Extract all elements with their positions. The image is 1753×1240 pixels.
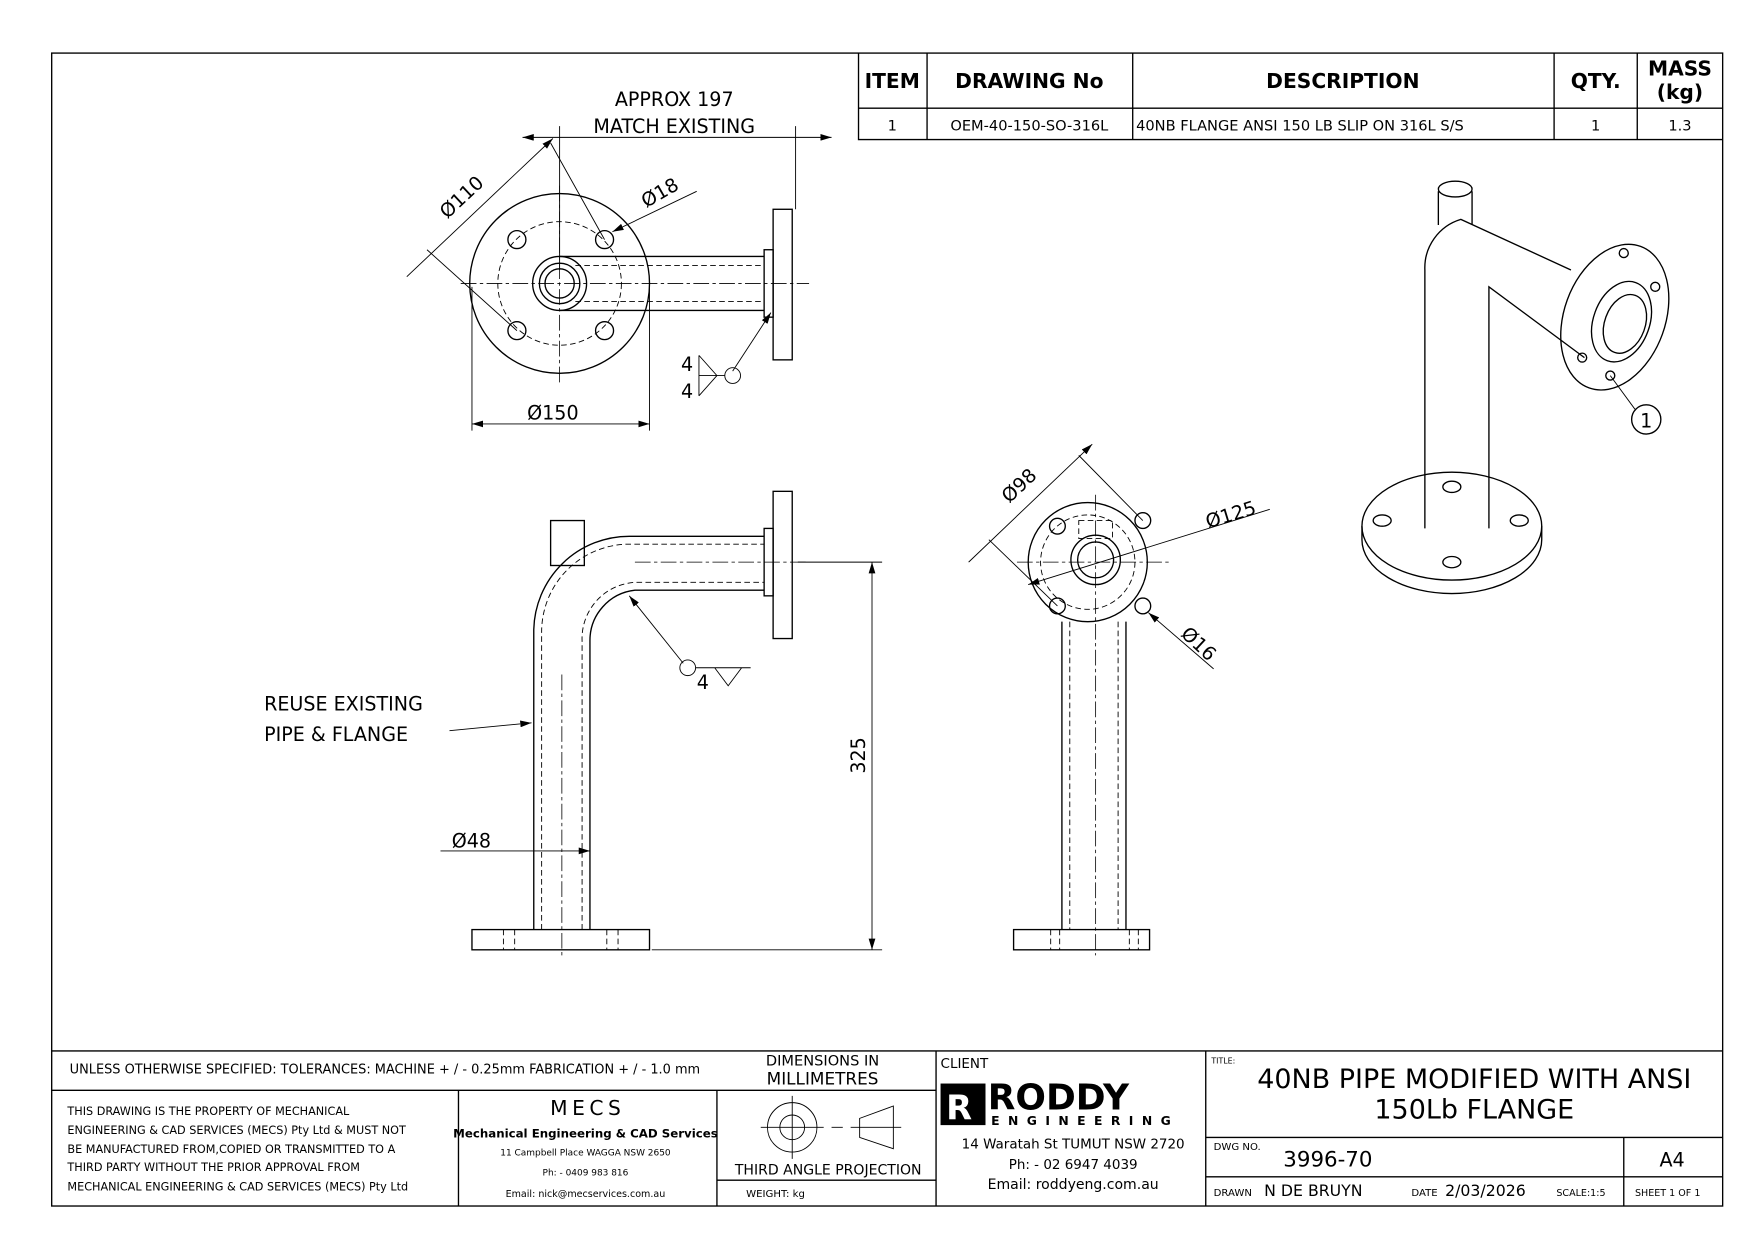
bom-cell-drawing-no: OEM-40-150-SO-316L	[950, 118, 1109, 135]
title-block: UNLESS OTHERWISE SPECIFIED: TOLERANCES: …	[51, 1050, 1723, 1207]
bom-header-description: DESCRIPTION	[1266, 69, 1419, 93]
property-line-2: ENGINEERING & CAD SERVICES (MECS) Pty Lt…	[67, 1124, 406, 1137]
property-line-5: MECHANICAL ENGINEERING & CAD SERVICES (M…	[67, 1180, 408, 1193]
dwg-no: 3996-70	[1283, 1148, 1372, 1173]
sheet-size: A4	[1659, 1149, 1684, 1172]
mecs-logo: MECS	[550, 1096, 625, 1120]
client-email: Email: roddyeng.com.au	[988, 1177, 1159, 1193]
roddy-logo: R RODDY ENGINEERING	[940, 1077, 1179, 1128]
sheet-border	[51, 52, 1724, 1207]
client-address: 14 Waratah St TUMUT NSW 2720	[962, 1137, 1185, 1153]
client-phone: Ph: - 02 6947 4039	[1009, 1157, 1138, 1173]
property-line-4: THIRD PARTY WITHOUT THE PRIOR APPROVAL F…	[66, 1161, 360, 1174]
dim-d98: Ø98	[997, 464, 1041, 508]
weld-size-top: 4	[681, 353, 693, 376]
mecs-address: 11 Campbell Place WAGGA NSW 2650	[500, 1148, 671, 1158]
weld-size-front: 4	[697, 671, 709, 694]
isometric-view: 1	[1361, 180, 1670, 595]
front-view: 325 Ø48 REUSE EXISTING PIPE & FLANGE 4	[264, 490, 883, 956]
drawing-title-line-2: 150Lb FLANGE	[1374, 1094, 1574, 1125]
weld-size-bottom: 4	[681, 380, 693, 403]
units-line-2: MILLIMETRES	[767, 1069, 879, 1089]
dim-d16: Ø16	[1176, 622, 1220, 666]
weight-label: WEIGHT: kg	[746, 1189, 805, 1200]
projection-label: THIRD ANGLE PROJECTION	[734, 1163, 922, 1179]
drawn-label: DRAWN	[1214, 1188, 1252, 1199]
mecs-name: Mechanical Engineering & CAD Services	[453, 1126, 718, 1140]
bom-header-qty: QTY.	[1571, 69, 1621, 93]
sheet-number: SHEET 1 OF 1	[1635, 1188, 1700, 1199]
client-label: CLIENT	[941, 1056, 989, 1072]
note-reuse-existing: REUSE EXISTING	[264, 692, 423, 715]
dim-length-325: 325	[847, 737, 870, 773]
date-value: 2/03/2026	[1445, 1181, 1526, 1200]
dim-approx: APPROX 197	[615, 88, 734, 111]
side-view: Ø98 Ø125 Ø16	[968, 443, 1270, 956]
dim-d48: Ø48	[452, 830, 491, 853]
bom-table: ITEM DRAWING No DESCRIPTION QTY. MASS (k…	[857, 53, 1723, 141]
bom-header-mass-unit: (kg)	[1657, 80, 1703, 104]
third-angle-projection-icon	[760, 1095, 902, 1159]
tolerances-note: UNLESS OTHERWISE SPECIFIED: TOLERANCES: …	[70, 1062, 700, 1077]
mecs-phone: Ph: - 0409 983 816	[543, 1169, 629, 1179]
svg-text:RODDY: RODDY	[988, 1077, 1130, 1118]
date-label: DATE	[1411, 1188, 1437, 1199]
bom-cell-qty: 1	[1591, 118, 1600, 135]
drawn-by: N DE BRUYN	[1264, 1181, 1362, 1200]
property-line-1: THIS DRAWING IS THE PROPERTY OF MECHANIC…	[66, 1105, 350, 1118]
top-view: Ø150 APPROX 197 MATCH EXISTING Ø110 Ø18 …	[406, 88, 832, 431]
svg-text:ENGINEERING: ENGINEERING	[991, 1114, 1179, 1128]
dim-d125: Ø125	[1203, 496, 1259, 533]
svg-text:R: R	[946, 1088, 972, 1127]
bom-cell-item: 1	[888, 118, 897, 135]
scale-value: SCALE:1:5	[1556, 1188, 1605, 1199]
bom-header-mass: MASS	[1648, 57, 1712, 81]
note-pipe-flange: PIPE & FLANGE	[264, 723, 408, 746]
dim-d150: Ø150	[527, 401, 578, 424]
title-label: TITLE:	[1210, 1056, 1235, 1065]
dim-match-existing: MATCH EXISTING	[593, 115, 755, 138]
bom-header-drawing-no: DRAWING No	[955, 69, 1103, 93]
dim-d110: Ø110	[435, 171, 488, 223]
bom-cell-description: 40NB FLANGE ANSI 150 LB SLIP ON 316L S/S	[1136, 118, 1464, 135]
item-balloon: 1	[1640, 409, 1652, 432]
mecs-email: Email: nick@mecservices.com.au	[506, 1189, 666, 1200]
bom-cell-mass: 1.3	[1668, 118, 1691, 135]
units-line-1: DIMENSIONS IN	[766, 1053, 879, 1070]
property-line-3: BE MANUFACTURED FROM,COPIED OR TRANSMITT…	[67, 1143, 395, 1156]
bom-header-item: ITEM	[865, 69, 920, 93]
dwg-no-label: DWG NO.	[1214, 1142, 1261, 1153]
dim-d18: Ø18	[637, 173, 683, 213]
drawing-title-line-1: 40NB PIPE MODIFIED WITH ANSI	[1257, 1064, 1691, 1095]
